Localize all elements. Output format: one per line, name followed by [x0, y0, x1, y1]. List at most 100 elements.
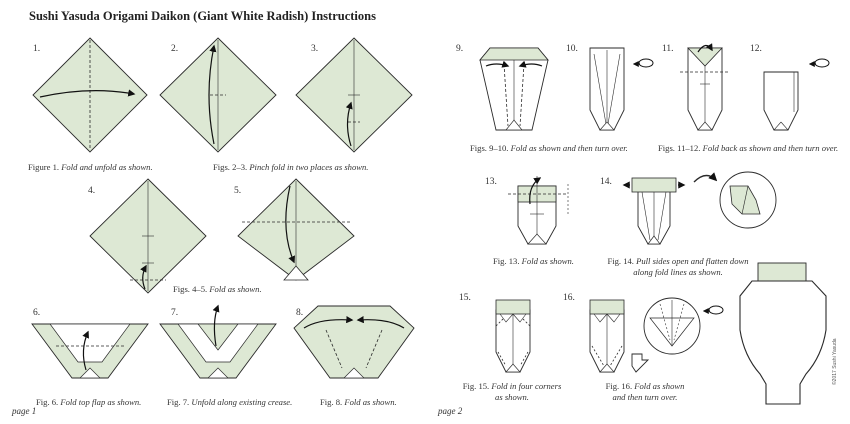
green-band: [589, 299, 625, 315]
caption-fig-14: Fig. 14. Pull sides open and flatten dow…: [590, 256, 766, 278]
flap-edges: [593, 313, 621, 323]
caption-text: Fold as shown and then turn over.: [510, 143, 628, 153]
step-number: 12.: [750, 44, 762, 54]
caption-lead: Figs. 9–10.: [470, 143, 509, 153]
step-number: 15.: [459, 293, 471, 303]
figure-16: [589, 297, 724, 373]
caption-fig-16: Fig. 16. Fold as shown and then turn ove…: [590, 381, 700, 403]
figure-5: [237, 178, 355, 281]
caption-lead: Fig. 6.: [36, 397, 59, 407]
valley-fold-line: [325, 329, 343, 369]
caption-lead: Fig. 8.: [320, 397, 343, 407]
green-flap: [687, 47, 723, 67]
caption-fig-15: Fig. 15. Fold in four corners as shown.: [455, 381, 569, 403]
caption-text: Pull sides open and flatten down: [636, 256, 749, 266]
top-flap: [197, 323, 239, 351]
flap-edge: [641, 191, 651, 241]
figure-1: [32, 37, 148, 153]
fold-arrow: [285, 185, 295, 264]
flap-edge: [607, 53, 621, 125]
caption-lead: Fig. 16.: [605, 381, 633, 391]
folded-tip: [527, 233, 547, 245]
tip-edge: [780, 121, 789, 131]
unfold-arrow: [212, 304, 220, 347]
fold-arrow: [303, 316, 354, 329]
turn-over-icon: [632, 58, 654, 68]
caption-text: Fold as shown: [634, 381, 685, 391]
caption-lead: Fig. 14.: [607, 256, 634, 266]
figure-13: [508, 176, 569, 245]
step-number: 14.: [600, 177, 612, 187]
figure-6: [31, 323, 149, 379]
folded-tip: [697, 121, 713, 131]
valley-fold-line: [365, 329, 383, 369]
paper-shape: [763, 71, 799, 131]
detail-crease: [741, 185, 749, 215]
figure-15: [495, 299, 531, 373]
step-number: 5.: [234, 186, 242, 196]
step-number: 1.: [33, 44, 41, 54]
green-band: [479, 47, 549, 61]
figure-11: [680, 43, 730, 131]
final-daikon-model: [739, 262, 827, 405]
turn-over-icon: [808, 58, 830, 68]
caption-text: Pinch fold in two places as shown.: [249, 162, 369, 172]
page-title: Sushi Yasuda Origami Daikon (Giant White…: [29, 9, 376, 23]
figure-7: [159, 304, 277, 379]
tip-edge: [773, 121, 782, 131]
fold-arrow: [345, 101, 353, 147]
caption-text: along fold lines as shown.: [633, 267, 723, 277]
caption-fig-4-5: Figs. 4–5. Fold as shown.: [173, 284, 262, 295]
fold-arrow: [39, 89, 136, 98]
caption-text: Fold in four corners: [491, 381, 562, 391]
folded-tip: [343, 367, 365, 379]
caption-fig-9-10: Figs. 9–10. Fold as shown and then turn …: [470, 143, 628, 154]
folded-tip: [505, 119, 523, 131]
caption-text: Fold as shown.: [521, 256, 574, 266]
folded-tip: [599, 363, 615, 373]
caption-lead: Fig. 7.: [167, 397, 190, 407]
valley-fold-line: [521, 317, 531, 327]
fold-arrow: [140, 264, 147, 290]
step-number: 2.: [171, 44, 179, 54]
step-number: 16.: [563, 293, 575, 303]
valley-fold-line: [495, 317, 505, 327]
folded-tip: [207, 367, 229, 379]
step-number: 6.: [33, 308, 41, 318]
caption-lead: Figs. 11–12.: [658, 143, 701, 153]
fold-arrow: [356, 316, 405, 329]
step-number: 9.: [456, 44, 464, 54]
fold-arrow: [518, 60, 543, 68]
fold-arrow: [485, 60, 510, 68]
flap-edge: [657, 191, 667, 241]
figure-8: [293, 305, 415, 379]
caption-text: Unfold along existing crease.: [191, 397, 293, 407]
figure-2: [159, 37, 277, 153]
step-number: 3.: [311, 44, 319, 54]
folded-tip: [79, 367, 101, 379]
fold-arrow: [82, 330, 89, 371]
folded-tip: [283, 265, 309, 281]
valley-fold-line: [503, 63, 509, 127]
daikon-body: [739, 280, 827, 405]
flap-edge: [593, 53, 607, 125]
copyright-notice: ©2017 Sushi Yasuda: [832, 338, 838, 385]
caption-fig-1: Figure 1. Fold and unfold as shown.: [28, 162, 153, 173]
caption-text: and then turn over.: [612, 392, 678, 402]
caption-text: Fold back as shown and then turn over.: [702, 143, 839, 153]
caption-text: Fold as shown.: [209, 284, 262, 294]
figure-12: [763, 58, 830, 131]
figure-9: [479, 47, 549, 131]
page-number-right: page 2: [438, 406, 463, 416]
inner-flap: [49, 323, 131, 363]
step-number: 8.: [296, 308, 304, 318]
caption-lead: Figure 1.: [28, 162, 60, 172]
caption-fig-8: Fig. 8. Fold as shown.: [320, 397, 397, 408]
folded-tip: [647, 235, 661, 245]
caption-fig-11-12: Figs. 11–12. Fold back as shown and then…: [658, 143, 838, 154]
step-number: 4.: [88, 186, 96, 196]
fold-arrow: [208, 44, 217, 145]
caption-fig-2-3: Figs. 2–3. Pinch fold in two places as s…: [213, 162, 368, 173]
valley-fold-line: [497, 351, 507, 367]
